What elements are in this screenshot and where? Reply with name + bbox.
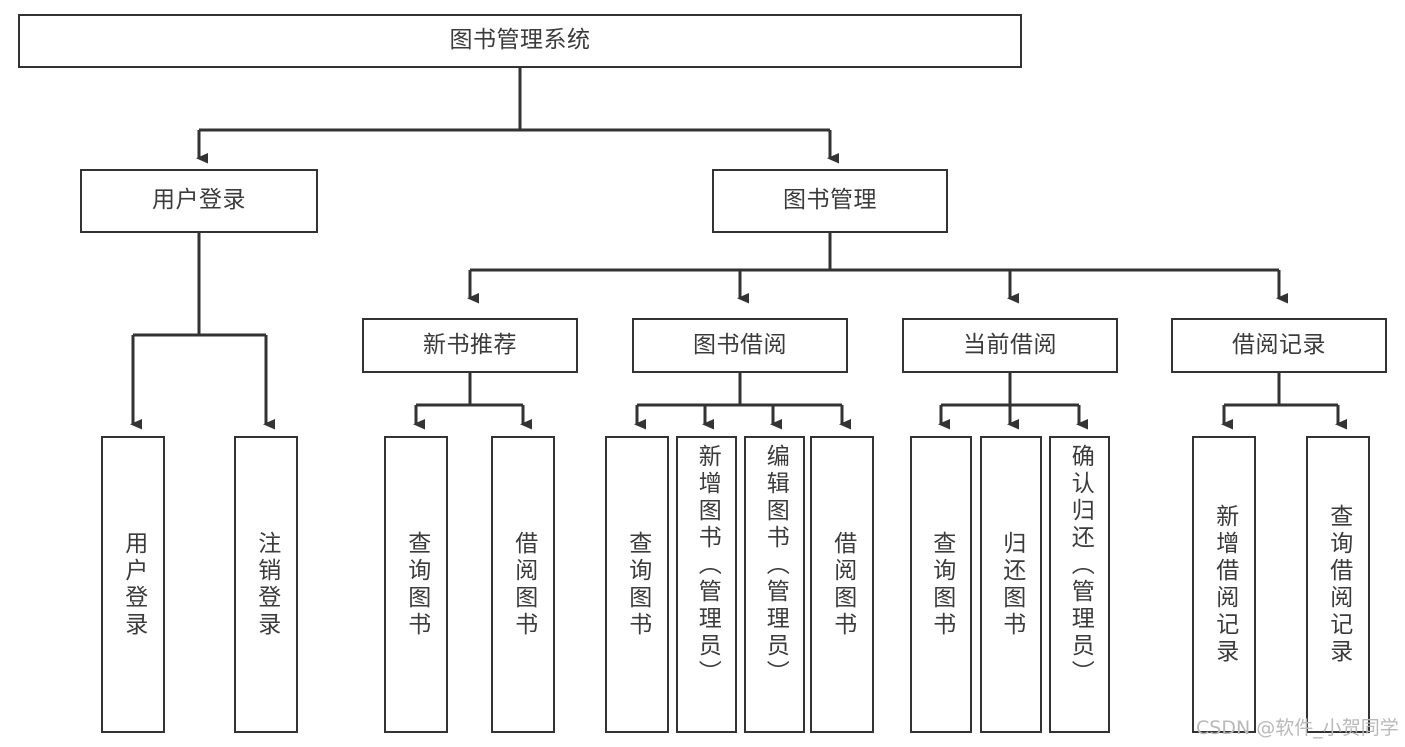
node-leaf-borrow-book-1[interactable]: 借阅图书 <box>491 436 555 733</box>
node-leaf-query-book-3-label: 查询图书 <box>928 530 955 639</box>
node-leaf-add-book-admin[interactable]: 新增图书（管理员） <box>676 436 737 733</box>
node-leaf-add-borrow-record-label: 新增借阅记录 <box>1211 503 1238 666</box>
node-leaf-borrow-book-2-label: 借阅图书 <box>829 530 856 639</box>
node-borrow-record[interactable]: 借阅记录 <box>1171 318 1387 373</box>
node-leaf-query-book-1[interactable]: 查询图书 <box>384 436 448 733</box>
node-book-borrow[interactable]: 图书借阅 <box>632 318 848 373</box>
node-leaf-return-book-label: 归还图书 <box>998 530 1025 639</box>
node-new-book-recommend-label: 新书推荐 <box>423 331 517 358</box>
node-current-borrow-label: 当前借阅 <box>963 331 1057 358</box>
node-user-login-label: 用户登录 <box>152 187 246 214</box>
node-leaf-borrow-book-1-label: 借阅图书 <box>510 530 537 639</box>
node-new-book-recommend[interactable]: 新书推荐 <box>362 318 578 373</box>
node-root-label: 图书管理系统 <box>449 27 591 54</box>
node-leaf-query-borrow-record[interactable]: 查询借阅记录 <box>1306 436 1370 733</box>
node-user-login[interactable]: 用户登录 <box>80 169 318 233</box>
node-leaf-confirm-return-admin[interactable]: 确认归还（管理员） <box>1049 436 1110 733</box>
node-book-management[interactable]: 图书管理 <box>712 169 948 233</box>
node-borrow-record-label: 借阅记录 <box>1232 331 1326 358</box>
node-leaf-add-borrow-record[interactable]: 新增借阅记录 <box>1192 436 1256 733</box>
node-leaf-query-book-2-label: 查询图书 <box>624 530 651 639</box>
node-leaf-query-book-2[interactable]: 查询图书 <box>605 436 669 733</box>
node-leaf-return-book[interactable]: 归还图书 <box>980 436 1042 733</box>
node-leaf-borrow-book-2[interactable]: 借阅图书 <box>810 436 874 733</box>
node-leaf-user-login[interactable]: 用户登录 <box>101 436 165 733</box>
node-book-management-label: 图书管理 <box>783 187 877 214</box>
node-leaf-edit-book-admin[interactable]: 编辑图书（管理员） <box>744 436 805 733</box>
node-leaf-logout-login-label: 注销登录 <box>253 530 280 639</box>
node-current-borrow[interactable]: 当前借阅 <box>902 318 1118 373</box>
node-leaf-query-book-3[interactable]: 查询图书 <box>910 436 972 733</box>
node-leaf-query-book-1-label: 查询图书 <box>403 530 430 639</box>
node-leaf-add-book-admin-label: 新增图书（管理员） <box>694 444 721 687</box>
node-leaf-user-login-label: 用户登录 <box>120 530 147 639</box>
node-leaf-confirm-return-admin-label: 确认归还（管理员） <box>1067 444 1094 687</box>
node-book-borrow-label: 图书借阅 <box>693 331 787 358</box>
node-leaf-edit-book-admin-label: 编辑图书（管理员） <box>762 444 789 687</box>
node-leaf-logout-login[interactable]: 注销登录 <box>234 436 298 733</box>
node-root[interactable]: 图书管理系统 <box>18 14 1022 68</box>
node-leaf-query-borrow-record-label: 查询借阅记录 <box>1325 503 1352 666</box>
